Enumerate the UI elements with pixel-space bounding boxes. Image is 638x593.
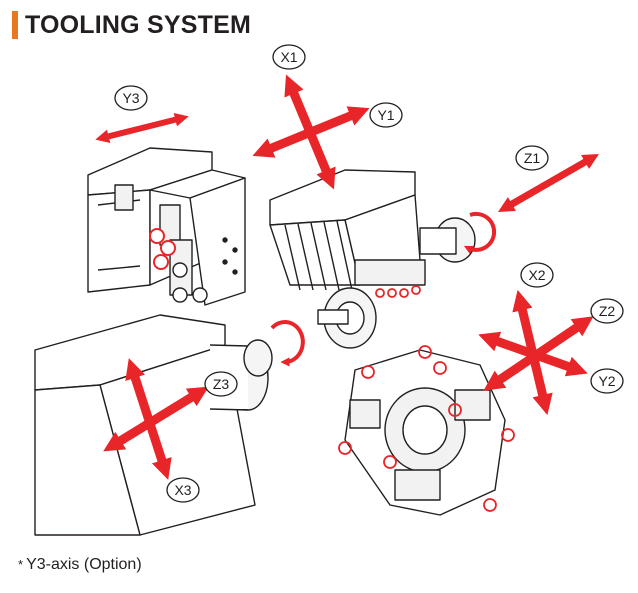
axis-label-y2: Y2: [590, 368, 624, 394]
accent-bar: [12, 11, 18, 39]
footnote-text: Y3-axis (Option): [26, 556, 142, 573]
axis-label-z3: Z3: [204, 371, 238, 397]
svg-text:Y2: Y2: [598, 373, 615, 389]
svg-text:Z1: Z1: [524, 150, 541, 166]
svg-text:Y3: Y3: [122, 90, 139, 106]
svg-text:Y1: Y1: [377, 107, 394, 123]
svg-text:X2: X2: [528, 267, 545, 283]
lower-turret: [338, 345, 515, 516]
section-header: TOOLING SYSTEM: [12, 8, 251, 42]
axis-label-z1: Z1: [515, 145, 549, 171]
axis-label-y1: Y1: [369, 102, 403, 128]
svg-text:X3: X3: [174, 482, 191, 498]
axis-label-z2: Z2: [590, 298, 624, 324]
rotation-arrow-upper: [463, 211, 497, 255]
main-tool-post: [269, 169, 476, 349]
y3-arrow: [95, 112, 189, 144]
footnote-marker: *: [18, 557, 24, 572]
svg-text:Z3: Z3: [213, 376, 230, 392]
z1-arrow: [498, 153, 599, 213]
gang-tool-block: [87, 147, 246, 306]
svg-text:Z2: Z2: [599, 303, 616, 319]
axis-label-y3: Y3: [114, 85, 148, 111]
axis-label-x2: X2: [520, 262, 554, 288]
axis-label-x1: X1: [272, 44, 306, 70]
svg-text:X1: X1: [280, 49, 297, 65]
z3-x3-arrow: [103, 358, 209, 480]
x2-z2-y2-arrow: [478, 289, 594, 416]
section-title: TOOLING SYSTEM: [25, 10, 251, 39]
axis-label-x3: X3: [166, 477, 200, 503]
footnote: *Y3-axis (Option): [18, 556, 142, 574]
x1-y1-arrow: [252, 74, 370, 190]
rotation-arrow-lower: [270, 320, 305, 367]
